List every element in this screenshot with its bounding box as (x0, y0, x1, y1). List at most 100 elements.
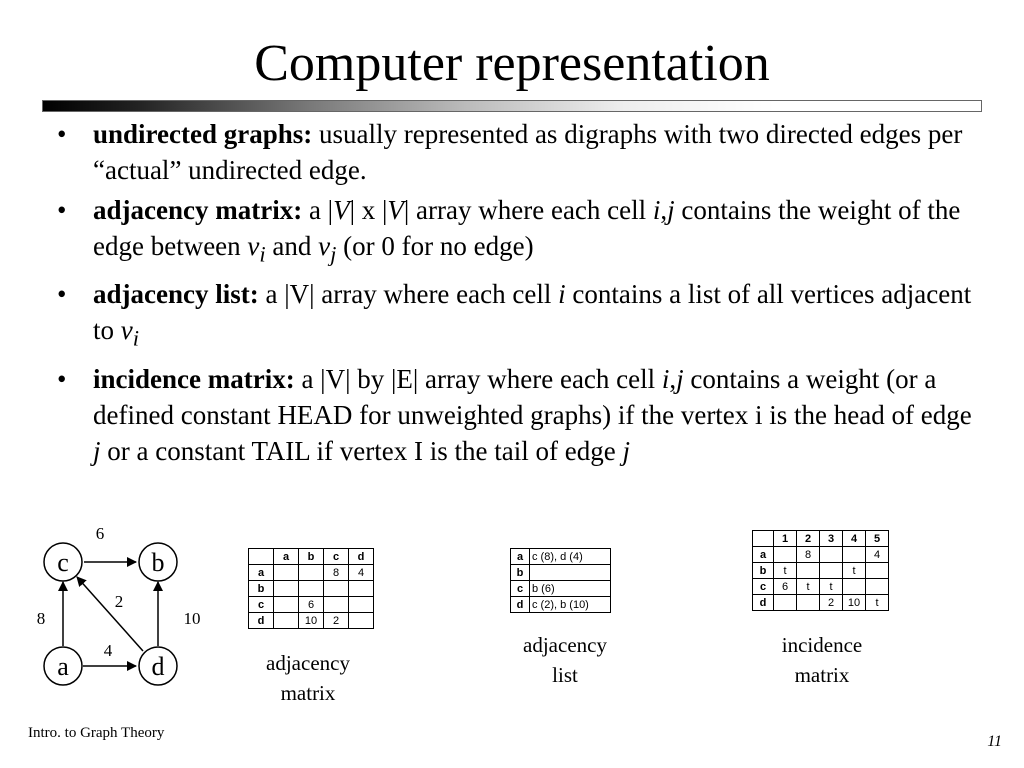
example-graph: c b a d 6 2 8 10 4 (37, 524, 201, 686)
table-cell (348, 612, 374, 629)
caption-line: adjacency (523, 633, 607, 657)
table-row: d 2 10 t (752, 594, 889, 611)
table-cell (273, 596, 299, 613)
table-header-cell: d (348, 548, 374, 565)
table-row: a 8 4 (752, 546, 889, 563)
bullet-text: (or 0 for no edge) (336, 231, 534, 261)
bullet-adjacency-list: • adjacency list: a |V| array where each… (54, 276, 984, 356)
table-cell: t (796, 578, 820, 595)
node-d (138, 646, 178, 686)
table-cell: 4 (348, 564, 374, 581)
bullet-subscript: j (330, 241, 337, 267)
bullet-term: adjacency matrix: (93, 195, 303, 225)
bullet-text: usually represented as digraphs with two… (93, 119, 963, 185)
table-cell (842, 546, 866, 563)
table-row: b (248, 580, 374, 597)
table-header-row: 1 2 3 4 5 (752, 530, 889, 547)
bullet-term: incidence matrix: (93, 363, 295, 394)
bullet-subscript: i (259, 241, 266, 267)
weight-d-b: 10 (184, 609, 201, 628)
bullet-text: contains a weight (or a defined constant… (93, 363, 972, 430)
table-row: c 6 (248, 596, 374, 613)
table-cell: 4 (865, 546, 889, 563)
table-row-header: a (248, 564, 274, 581)
table-cell (273, 612, 299, 629)
bullet-text: V (387, 195, 404, 225)
table-cell (348, 580, 374, 597)
table-header-cell: 5 (865, 530, 889, 547)
table-row: c 6 t t (752, 578, 889, 595)
table-cell (529, 564, 611, 581)
table-row: c b (6) (510, 580, 611, 597)
table-header-cell: a (273, 548, 299, 565)
table-cell (752, 530, 774, 547)
bullet-subscript: i (132, 325, 140, 351)
bullet-incidence-matrix: • incidence matrix: a |V| by |E| array w… (54, 361, 984, 469)
bullet-undirected-graphs: • undirected graphs: usually represented… (54, 116, 984, 188)
table-cell: 8 (796, 546, 820, 563)
table-row: d 10 2 (248, 612, 374, 629)
table-cell (248, 548, 274, 565)
bullet-text: j (676, 363, 684, 394)
weight-a-c: 8 (37, 609, 46, 628)
caption-line: matrix (280, 681, 336, 705)
table-row: b (510, 564, 611, 581)
node-label-b: b (152, 548, 165, 577)
bullet-text: , (669, 363, 677, 394)
table-cell: 10 (298, 612, 324, 629)
bullet-text: i (652, 195, 661, 225)
table-cell (796, 594, 820, 611)
bullet-adjacency-matrix: • adjacency matrix: a |V| x |V| array wh… (54, 192, 984, 272)
table-cell (819, 546, 843, 563)
node-label-a: a (57, 652, 69, 681)
table-row: a 8 4 (248, 564, 374, 581)
table-cell: 6 (298, 596, 324, 613)
table-row-header: b (752, 562, 774, 579)
table-header-cell: c (323, 548, 349, 565)
bullet-text: v (120, 315, 133, 346)
table-cell: t (773, 562, 797, 579)
page-number: 11 (987, 733, 1002, 750)
bullet-text: V (333, 195, 350, 225)
adjacency-list-caption: adjacency list (495, 630, 635, 690)
bullet-text: , (660, 195, 668, 225)
weight-d-c: 2 (115, 592, 124, 611)
table-row-header: d (510, 596, 530, 613)
table-row: a c (8), d (4) (510, 548, 611, 565)
bullet-dot: • (57, 363, 67, 394)
bullet-text: a | (302, 195, 334, 225)
bullet-text: i (558, 279, 566, 310)
bullet-text: v (318, 231, 331, 261)
weight-c-b: 6 (96, 524, 105, 543)
bullet-text: a |V| by |E| array where each cell (294, 363, 662, 394)
bullet-term: undirected graphs: (93, 119, 313, 149)
bullet-text: j (622, 435, 630, 466)
table-cell (273, 580, 299, 597)
weight-a-d: 4 (104, 641, 113, 660)
table-row-header: b (510, 564, 530, 581)
bullet-text: v (247, 231, 260, 261)
table-cell: t (865, 594, 889, 611)
node-label-c: c (57, 548, 69, 577)
table-cell: 10 (842, 594, 866, 611)
caption-line: matrix (794, 663, 850, 687)
caption-line: list (552, 663, 578, 687)
table-header-cell: 3 (819, 530, 843, 547)
table-row: d c (2), b (10) (510, 596, 611, 613)
table-cell (842, 578, 866, 595)
slide-title: Computer representation (254, 35, 770, 92)
table-row-header: d (248, 612, 274, 629)
table-cell: 2 (819, 594, 843, 611)
caption-line: adjacency (266, 651, 350, 675)
table-cell (323, 596, 349, 613)
bullet-dot: • (57, 279, 67, 310)
node-label-d: d (152, 652, 165, 681)
incidence-matrix-caption: incidence matrix (752, 630, 892, 690)
table-row-header: b (248, 580, 274, 597)
table-row-header: a (752, 546, 774, 563)
table-cell (796, 562, 820, 579)
adjacency-matrix-caption: adjacency matrix (238, 648, 378, 708)
bullet-text: and (265, 231, 319, 261)
table-row-header: c (752, 578, 774, 595)
table-header-cell: 2 (796, 530, 820, 547)
